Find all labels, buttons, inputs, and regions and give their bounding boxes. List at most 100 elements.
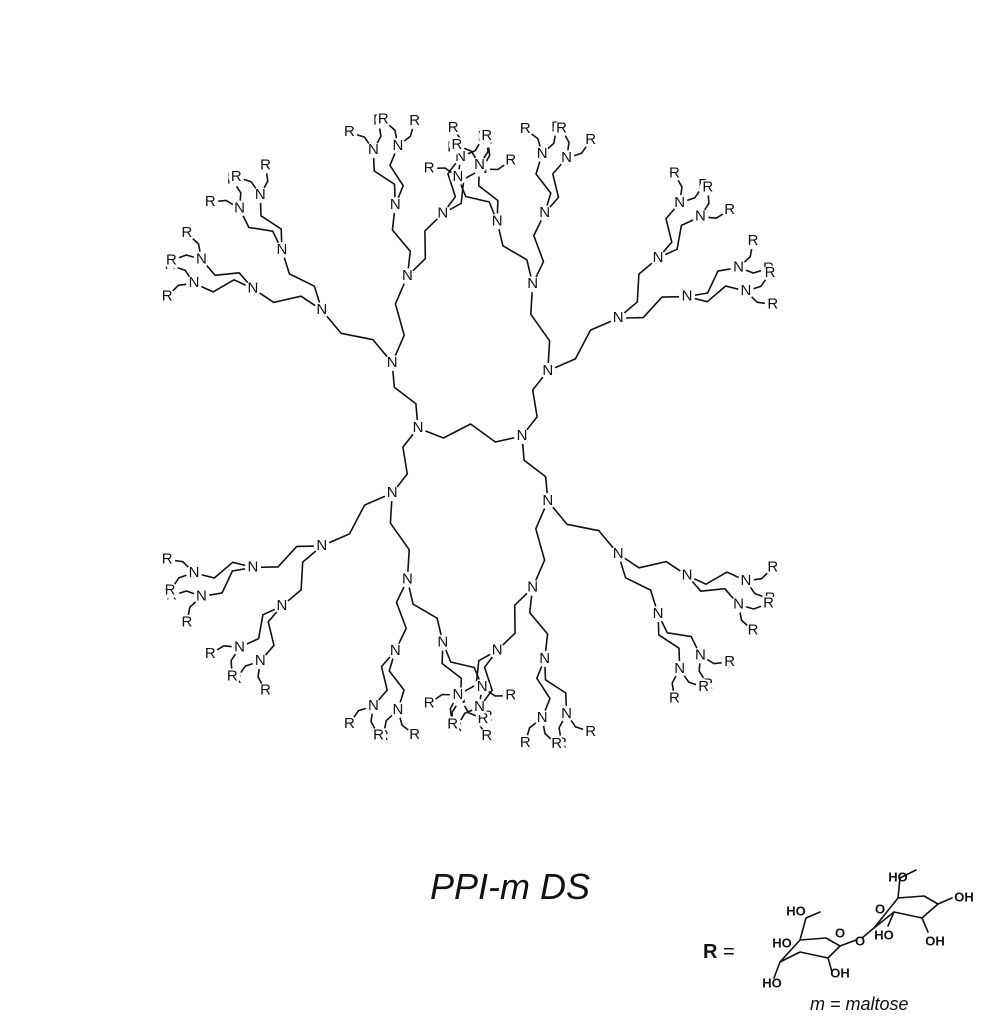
branch-nitrogen: N [316, 301, 327, 318]
r-group: R [373, 726, 384, 743]
terminal-nitrogen: N [452, 686, 463, 703]
terminal-nitrogen-bg [365, 697, 382, 714]
r-group-bg [406, 726, 423, 743]
bond-chain [372, 650, 397, 707]
r-group: R [481, 127, 492, 144]
branch-nitrogen-bg [434, 634, 451, 651]
gen1-nitrogen-bg [384, 354, 401, 371]
footnote-maltose: = maltose [830, 994, 909, 1014]
bond-chain [238, 605, 283, 649]
maltose-oh-label-bottom: OH [830, 965, 850, 980]
terminal-nitrogen-bg [474, 678, 491, 695]
terminal-nitrogen-bg [671, 194, 688, 211]
branch-nitrogen: N [437, 204, 448, 221]
bond-chain [531, 212, 546, 285]
bond-chain [238, 207, 283, 251]
r-group-bg [699, 179, 716, 196]
bond-chain [535, 153, 552, 214]
branch-nitrogen: N [682, 288, 693, 305]
terminal-nitrogen-bg [730, 259, 747, 276]
branch-nitrogen-bg [679, 567, 696, 584]
r-group: R [551, 735, 562, 752]
branch-nitrogen-bg [524, 276, 541, 293]
bond-chain [457, 176, 498, 223]
r-group-bg [764, 559, 781, 576]
branch-nitrogen: N [316, 537, 327, 554]
r-group: R [181, 614, 192, 631]
r-group: R [765, 264, 776, 281]
branch-nitrogen-bg [536, 205, 553, 222]
terminal-nitrogen: N [392, 137, 403, 154]
maltose-ho-label-top: HO [888, 869, 908, 884]
bond-chain [686, 571, 747, 585]
terminal-nitrogen: N [196, 250, 207, 267]
terminal-nitrogen: N [368, 141, 379, 158]
terminal-nitrogen: N [733, 595, 744, 612]
terminal-nitrogen-bg [692, 208, 709, 225]
r-group-bg [444, 716, 461, 733]
bond-chain [391, 204, 412, 277]
r-group-bg [695, 679, 712, 696]
bond-chain [543, 658, 568, 715]
r-group-bg [517, 121, 534, 138]
terminal-nitrogen-bg [534, 710, 551, 727]
r-group-bg [421, 695, 438, 712]
terminal-nitrogen: N [674, 660, 685, 677]
maltose-glycosidic-o: O [855, 933, 865, 948]
maltose-ho-label-left: HO [772, 935, 792, 950]
bond-chain [531, 500, 549, 589]
bond-chain [686, 574, 740, 606]
branch-nitrogen: N [402, 571, 413, 588]
branch-nitrogen-bg [313, 302, 330, 319]
r-group-bg [178, 614, 195, 631]
r-group: R [424, 159, 435, 176]
core-nitrogen-bg [514, 428, 530, 444]
terminal-nitrogen: N [455, 148, 466, 165]
terminal-nitrogen-bg [449, 686, 466, 703]
r-group-bg [502, 687, 519, 704]
r-group-bg [159, 288, 176, 305]
bond-chain [259, 194, 283, 251]
r-group-bg [375, 111, 392, 128]
r-group-bg [478, 728, 495, 745]
r-group: R [260, 156, 271, 173]
terminal-nitrogen-bg [193, 251, 210, 268]
r-group: R [378, 111, 389, 128]
maltose-oh-label-right: OH [954, 889, 974, 904]
gen1-nitrogen-bg [539, 362, 556, 379]
r-group-bg [548, 736, 565, 753]
r-group: R [227, 667, 238, 684]
terminal-nitrogen-bg [389, 137, 406, 154]
r-group: R [162, 287, 173, 304]
r-group-bg [341, 715, 358, 732]
terminal-nitrogen: N [392, 701, 403, 718]
branch-nitrogen-bg [244, 559, 261, 576]
branch-nitrogen-bg [610, 545, 627, 562]
r-group: R [585, 131, 596, 148]
bond-chain [394, 579, 409, 652]
bond-chain [617, 553, 659, 615]
r-definition: R = [703, 941, 735, 964]
branch-nitrogen: N [248, 558, 259, 575]
r-group: R [520, 120, 531, 137]
terminal-nitrogen: N [189, 564, 200, 581]
branch-nitrogen: N [653, 605, 664, 622]
r-group: R [451, 136, 462, 153]
terminal-nitrogen: N [474, 156, 485, 173]
terminal-nitrogen: N [196, 587, 207, 604]
terminal-nitrogen: N [695, 208, 706, 225]
r-group: R [702, 179, 713, 196]
r-group-bg [582, 723, 599, 740]
terminal-nitrogen: N [741, 572, 752, 589]
terminal-nitrogen-bg [534, 145, 551, 162]
maltose-structure: HO HO OH HO OH O O HO HO OH O [762, 869, 974, 990]
terminal-nitrogen: N [255, 652, 266, 669]
r-group-bg [764, 296, 781, 313]
branch-nitrogen-bg [387, 197, 404, 214]
bond-chain [528, 587, 549, 660]
terminal-nitrogen-bg [252, 186, 269, 203]
bond-chain [686, 266, 740, 298]
bond-chain [543, 157, 568, 214]
gen1-nitrogen: N [387, 354, 398, 371]
bond-chain [372, 149, 397, 206]
